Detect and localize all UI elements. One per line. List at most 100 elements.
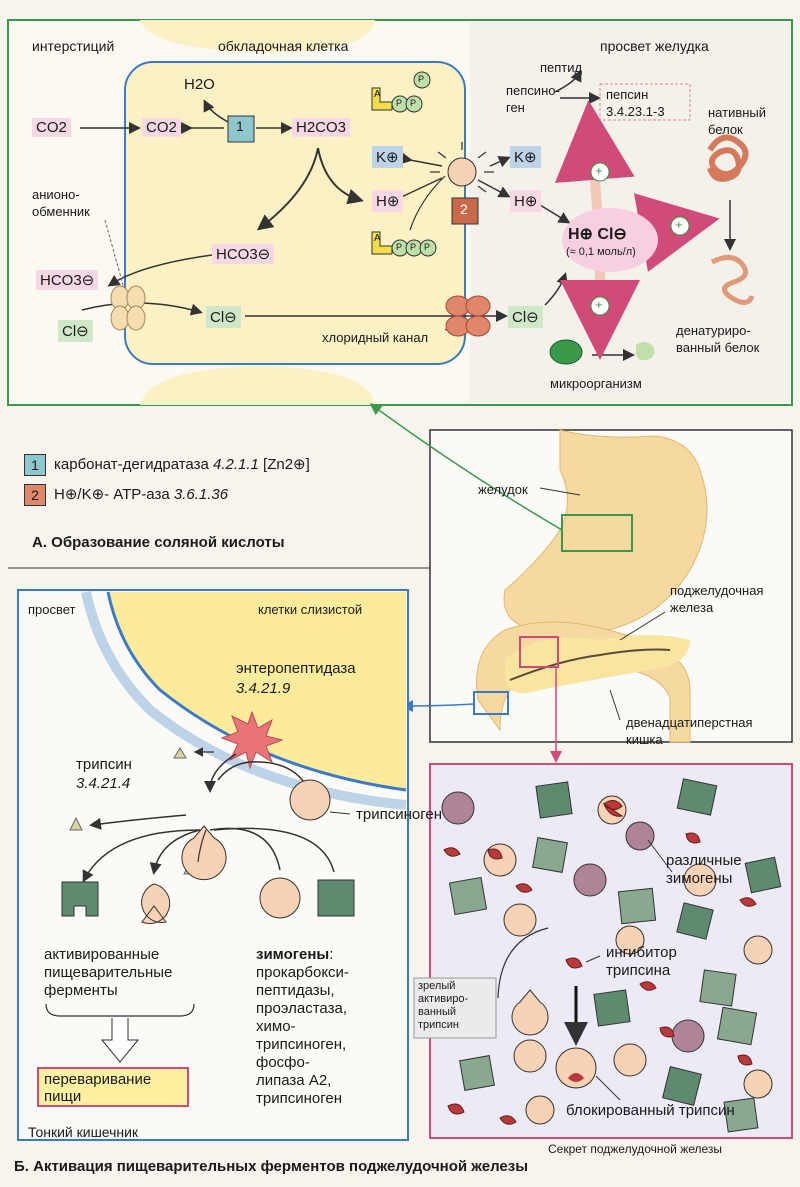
- trypsin-label: трипсин: [76, 756, 132, 773]
- blocked-trypsin: [555, 1047, 597, 1089]
- arrow-to-hplus: [317, 147, 364, 205]
- atp-bottom-a: A: [374, 233, 381, 244]
- enzyme-2-box: [451, 197, 479, 225]
- mature-trypsin: [511, 989, 549, 1036]
- cl-outside: Cl⊖: [58, 320, 93, 342]
- plus-microorg: +: [595, 297, 603, 312]
- zymogens-heading-word: зимогены: [256, 946, 330, 963]
- digestion-label: переваривание пищи: [44, 1071, 152, 1105]
- arrow-to-hco3: [256, 147, 319, 231]
- duodenum-label-pointer: [609, 689, 621, 721]
- h-plus-cell: H⊕: [372, 190, 404, 212]
- peptide-fragment-2: [69, 816, 83, 831]
- native-protein-shape: [707, 134, 749, 182]
- trypsin-inhibitor-label: ингибитор трипсина: [606, 944, 677, 979]
- pepsin-frame: [599, 83, 691, 121]
- atp-bottom-p1-label: P: [396, 242, 403, 252]
- arrow-activate-1: [82, 829, 201, 883]
- mucosa-label: клетки слизистой: [258, 602, 363, 617]
- activated-bracket: [45, 1003, 195, 1017]
- plus-protein: +: [675, 217, 683, 232]
- stomach-inset-marker: [561, 514, 633, 552]
- arrow-activate-5: [213, 827, 335, 873]
- microorganism-lysed: [636, 342, 655, 361]
- zymogens-heading-colon: :: [329, 946, 334, 963]
- atp-bottom-p2-label: P: [410, 242, 417, 252]
- enzyme-1-number: 1: [236, 118, 244, 134]
- arrow-k-right: [489, 156, 511, 168]
- atp-top-p1-label: P: [396, 98, 403, 108]
- mucosa-membrane: [106, 591, 407, 792]
- arrow-hco3-out: [107, 254, 213, 287]
- legend-item-1-text: карбонат-дегидратаза: [54, 456, 209, 473]
- duodenum-label: двенадцатиперстная кишка: [626, 715, 753, 747]
- link-stomach-panel-a: [369, 403, 563, 531]
- hco3-cell: HCO3⊖: [212, 244, 275, 264]
- arrow-enteropeptidase: [204, 753, 237, 793]
- anion-exchanger: [110, 285, 146, 331]
- atp-top-p3: [413, 71, 431, 89]
- hcl-concentration: (≈ 0,1 моль/л): [566, 246, 636, 258]
- hco3-outside: HCO3⊖: [36, 270, 99, 290]
- anion-exchanger-label: анионо- обменник: [32, 187, 90, 219]
- microorganism-intact: [549, 339, 583, 365]
- hcl-label: H⊕ Cl⊖: [568, 226, 627, 243]
- atp-top-p2: [405, 95, 423, 113]
- pepsinogen-label: пепсино- ген: [506, 83, 560, 115]
- plus-circle-protein: [670, 216, 690, 236]
- cl-lumen: Cl⊖: [508, 306, 543, 328]
- arrow-peptide-release-2: [89, 814, 187, 830]
- zymogens-list: прокарбокси- пептидазы, проэластаза, хим…: [256, 964, 349, 1107]
- intestine-inset-marker: [473, 691, 509, 715]
- enteropeptidase-ec: 3.4.21.9: [236, 680, 291, 697]
- neighbour-cell-top: [140, 20, 375, 53]
- trypsin-inhibitors: [443, 800, 757, 1125]
- enzyme-1-box: [227, 115, 255, 143]
- arrow-trypsinogen-activation: [217, 761, 307, 786]
- various-zymogens-label: различные зимогены: [666, 852, 742, 887]
- link-intestine-panel-b: [401, 699, 475, 712]
- arrow-k-left: [400, 152, 443, 167]
- peptide-fragment-1: [173, 747, 187, 759]
- legend-item-2-ec: 3.6.1.36: [173, 486, 229, 503]
- trypsin-active: [181, 825, 227, 881]
- atp-bottom-p3-label: P: [424, 242, 431, 252]
- inhibitor-pointer: [585, 955, 601, 963]
- stomach-label-pointer: [539, 487, 581, 496]
- pepsin-label: пепсин 3.4.23.1-3: [606, 87, 665, 119]
- pancreatic-duct: [509, 648, 671, 681]
- arrow-h-to-hcl: [539, 204, 571, 224]
- activated-enzyme-pacman: [141, 883, 171, 925]
- k-plus-lumen: K⊕: [510, 146, 541, 168]
- atp-top-p2-label: P: [410, 98, 417, 108]
- enteropeptidase-icon: [220, 710, 284, 770]
- parietal-cell-label: обкладочная клетка: [218, 38, 349, 54]
- chloride-channel-label: хлоридный канал: [322, 330, 429, 345]
- mature-trypsin-label: зрелый активиро- ванный трипсин: [418, 980, 469, 1031]
- k-plus-cell: K⊕: [372, 146, 403, 168]
- pancreas-inset-marker: [519, 636, 559, 668]
- arrow-peptide: [554, 69, 582, 93]
- cl-cell: Cl⊖: [206, 306, 241, 328]
- microorganism-label: микроорганизм: [550, 376, 642, 391]
- arrow-activate-2: [149, 829, 201, 875]
- arrow-h2o: [203, 99, 229, 123]
- h-plus-lumen: H⊕: [510, 190, 542, 212]
- zymogens-heading: зимогены:: [256, 946, 333, 963]
- pancreas-label: поджелудочная железа: [670, 583, 764, 615]
- blocked-trypsin-label: блокированный трипсин: [566, 1102, 735, 1119]
- legend-item-2: H⊕/K⊕- АТР-аза 3.6.1.36: [54, 485, 228, 503]
- panel-b-lumen-label: просвет: [28, 602, 76, 617]
- interstitium-label: интерстиций: [32, 38, 115, 54]
- legend-badge-2: 2: [24, 484, 46, 506]
- arrow-cl-to-hcl: [544, 272, 568, 306]
- enteropeptidase-label: энтеропептидаза: [236, 660, 356, 677]
- activated-enzyme-square: [61, 881, 99, 917]
- pancreas-label-pointer: [619, 611, 666, 641]
- plus-circle-microorg: [590, 296, 610, 316]
- atp-top-a: A: [374, 89, 381, 100]
- trypsinogen-pointer: [329, 811, 351, 815]
- panel-b-title: Б. Активация пищеварительных ферментов п…: [14, 1158, 529, 1175]
- plus-circle-pepsin: [590, 162, 610, 182]
